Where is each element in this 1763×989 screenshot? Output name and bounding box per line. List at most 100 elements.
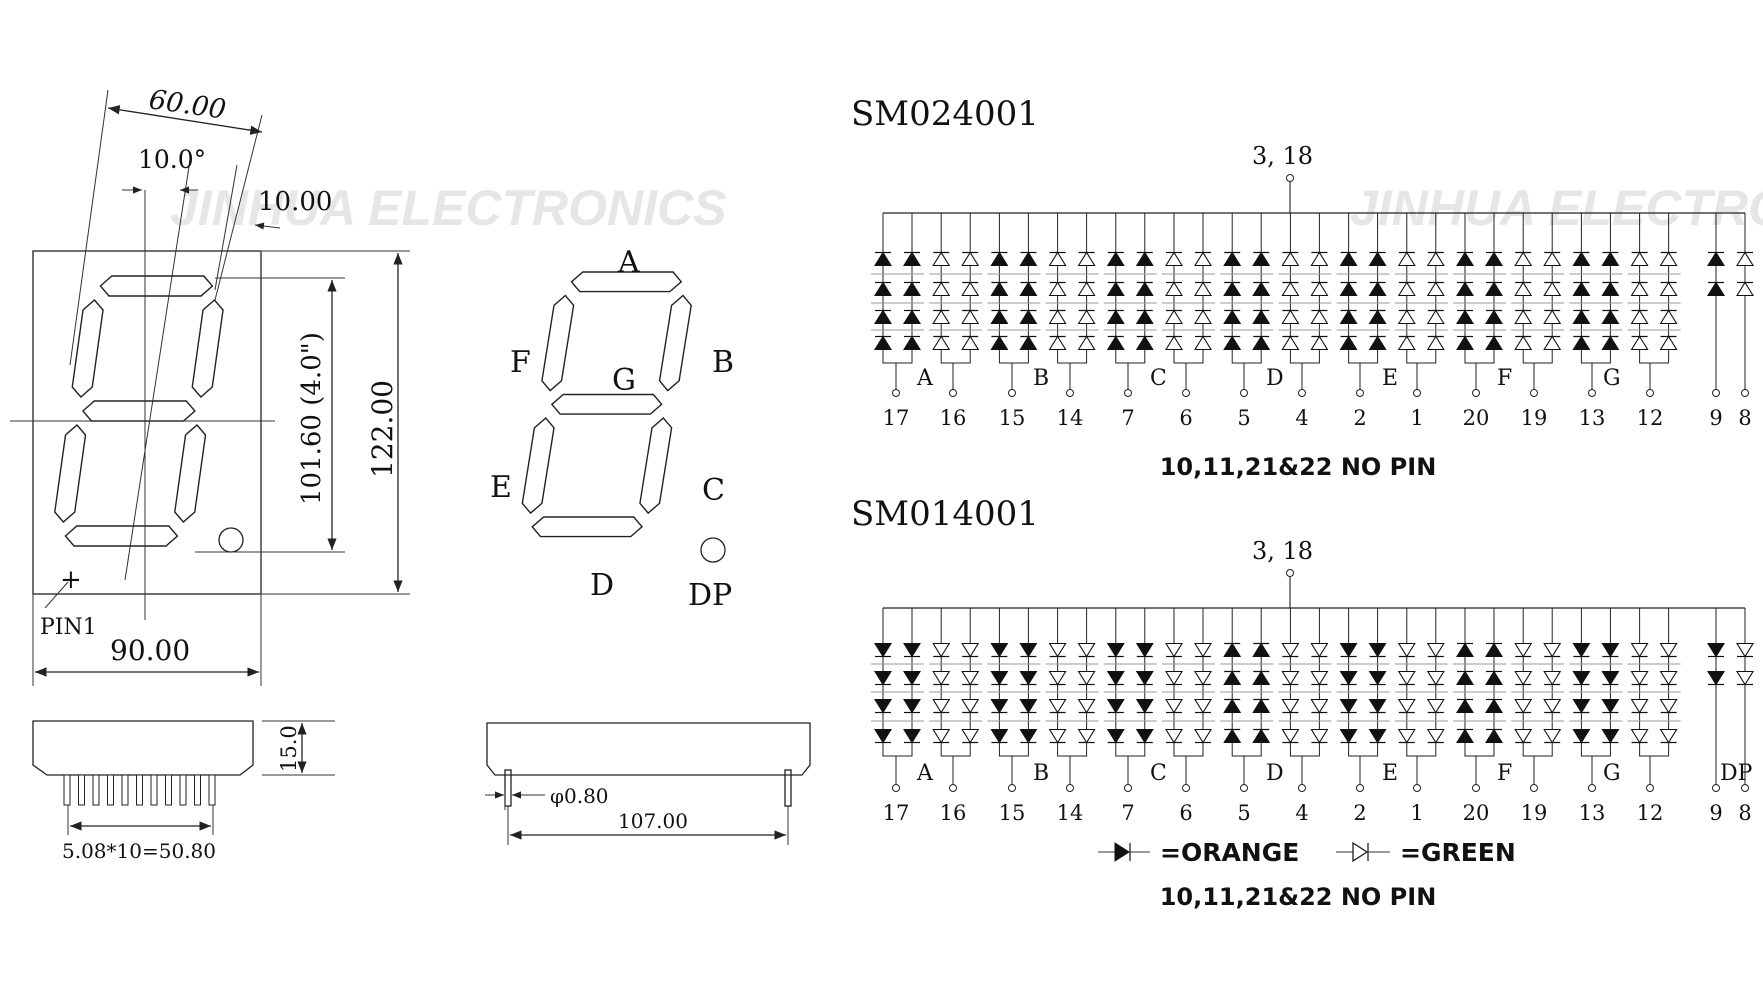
green-led-diode-icon [932, 698, 951, 714]
labeled-digit-segments [521, 271, 692, 538]
orange-led-diode-icon [1135, 670, 1154, 686]
pin-terminal [1712, 389, 1720, 397]
green-led-diode-icon [1281, 251, 1300, 267]
segment-label-g: G [1603, 761, 1621, 786]
green-led-diode-icon [961, 335, 980, 351]
green-led-diode-icon [932, 309, 951, 325]
legend-orange-label: =ORANGE [1160, 838, 1299, 867]
orange-led-diode-icon [874, 670, 892, 686]
segment-bracket [1057, 744, 1088, 757]
orange-led-diode-icon [990, 728, 1009, 744]
orange-led-diode-icon [1456, 698, 1474, 714]
no-pin-note: 10,11,21&22 NO PIN [1160, 883, 1437, 911]
side-height-dim-label: 15.0 [277, 725, 301, 772]
orange-led-diode-icon [1135, 642, 1154, 658]
green-led-diode-icon [1630, 642, 1649, 658]
green-led-diode-icon [1165, 281, 1183, 297]
pin-number: 14 [1057, 801, 1084, 825]
pin-terminal [1472, 784, 1480, 792]
orange-led-diode-icon [1106, 698, 1125, 714]
green-led-diode-icon [1659, 698, 1678, 714]
orange-led-diode-icon [1019, 251, 1038, 267]
pin-terminal [1413, 784, 1421, 792]
schematic-sm024001: SM024001 3, 18 A B C D E F G 17 16 15 14… [851, 94, 1754, 481]
green-led-diode-icon [1077, 670, 1096, 686]
green-led-diode-icon [1397, 698, 1416, 714]
orange-led-diode-icon [1601, 335, 1620, 351]
orange-led-diode-icon [1456, 251, 1474, 267]
orange-led-diode-icon [990, 281, 1009, 297]
orange-led-diode-icon [1252, 698, 1271, 714]
segment-bracket [1639, 351, 1670, 364]
segment-label-c: C [702, 473, 725, 508]
segment-e [54, 424, 87, 523]
orange-led-diode-icon [1135, 698, 1154, 714]
pin-number: 19 [1521, 801, 1548, 825]
segment-bracket [1289, 351, 1320, 364]
pin1-leader [44, 581, 69, 609]
green-led-diode-icon [1281, 670, 1300, 686]
orange-led-diode-icon [1252, 281, 1271, 297]
orange-led-diode-icon [1572, 728, 1591, 744]
green-led-diode-icon [1426, 698, 1445, 714]
green-led-diode-icon [1426, 251, 1445, 267]
segment-label-d: D [590, 568, 614, 603]
green-led-diode-icon [932, 642, 951, 658]
green-led-diode-icon [1736, 642, 1754, 658]
green-led-diode-icon [1659, 251, 1678, 267]
green-led-diode-icon [1077, 281, 1096, 297]
pin1-label: PIN1 [40, 615, 97, 640]
pin-terminal [1646, 389, 1654, 397]
side-pin [165, 774, 172, 806]
green-led-diode-icon [1543, 281, 1562, 297]
orange-led-diode-icon [1601, 728, 1620, 744]
green-led-diode-icon [1397, 281, 1416, 297]
green-led-diode-icon [1077, 728, 1096, 744]
pin-number: 2 [1353, 406, 1366, 430]
green-led-diode-icon [961, 309, 980, 325]
seg-width-ref-line [214, 164, 238, 291]
orange-led-diode-icon [990, 309, 1009, 325]
green-led-diode-icon [1630, 281, 1649, 297]
orange-led-diode-icon [1106, 670, 1125, 686]
green-led-diode-icon [1048, 728, 1067, 744]
pin-number: 6 [1179, 801, 1192, 825]
green-led-diode-icon [1514, 309, 1533, 325]
green-led-diode-icon [1543, 335, 1562, 351]
front-dp-dot [218, 527, 244, 553]
orange-led-diode-icon [1485, 642, 1503, 658]
segment-bracket [1173, 744, 1204, 757]
segment-bracket [998, 351, 1029, 364]
green-led-diode-icon [1514, 642, 1533, 658]
segment-label-a: A [916, 761, 934, 786]
green-led-diode-icon [1048, 698, 1067, 714]
green-led-diode-icon [1514, 698, 1533, 714]
side-pin [78, 774, 85, 806]
green-led-diode-icon [1543, 309, 1562, 325]
orange-led-diode-icon [1252, 335, 1271, 351]
pin-terminal [1356, 389, 1364, 397]
orange-led-diode-icon [1456, 642, 1474, 658]
pin-terminal [1240, 784, 1248, 792]
side-body-outline [32, 720, 254, 776]
orange-led-diode-icon [1485, 698, 1503, 714]
green-led-diode-icon [1543, 642, 1562, 658]
bottom-body-outline [486, 722, 811, 776]
orange-led-diode-icon [1707, 642, 1725, 658]
orange-led-diode-icon [903, 335, 921, 351]
pin-terminal [1712, 784, 1720, 792]
common-pin-terminal [1286, 174, 1294, 182]
segment-label-b: B [1033, 761, 1049, 786]
green-led-diode-icon [1194, 335, 1212, 351]
green-led-diode-icon [1659, 335, 1678, 351]
pin-terminal [949, 784, 957, 792]
green-led-diode-icon [1514, 251, 1533, 267]
orange-led-diode-icon [874, 642, 892, 658]
orange-led-diode-icon [1019, 728, 1038, 744]
green-led-diode-icon [1514, 670, 1533, 686]
green-led-diode-icon [1397, 335, 1416, 351]
green-led-diode-icon [1659, 670, 1678, 686]
model-title: SM014001 [851, 494, 1039, 534]
green-led-diode-icon [932, 335, 951, 351]
